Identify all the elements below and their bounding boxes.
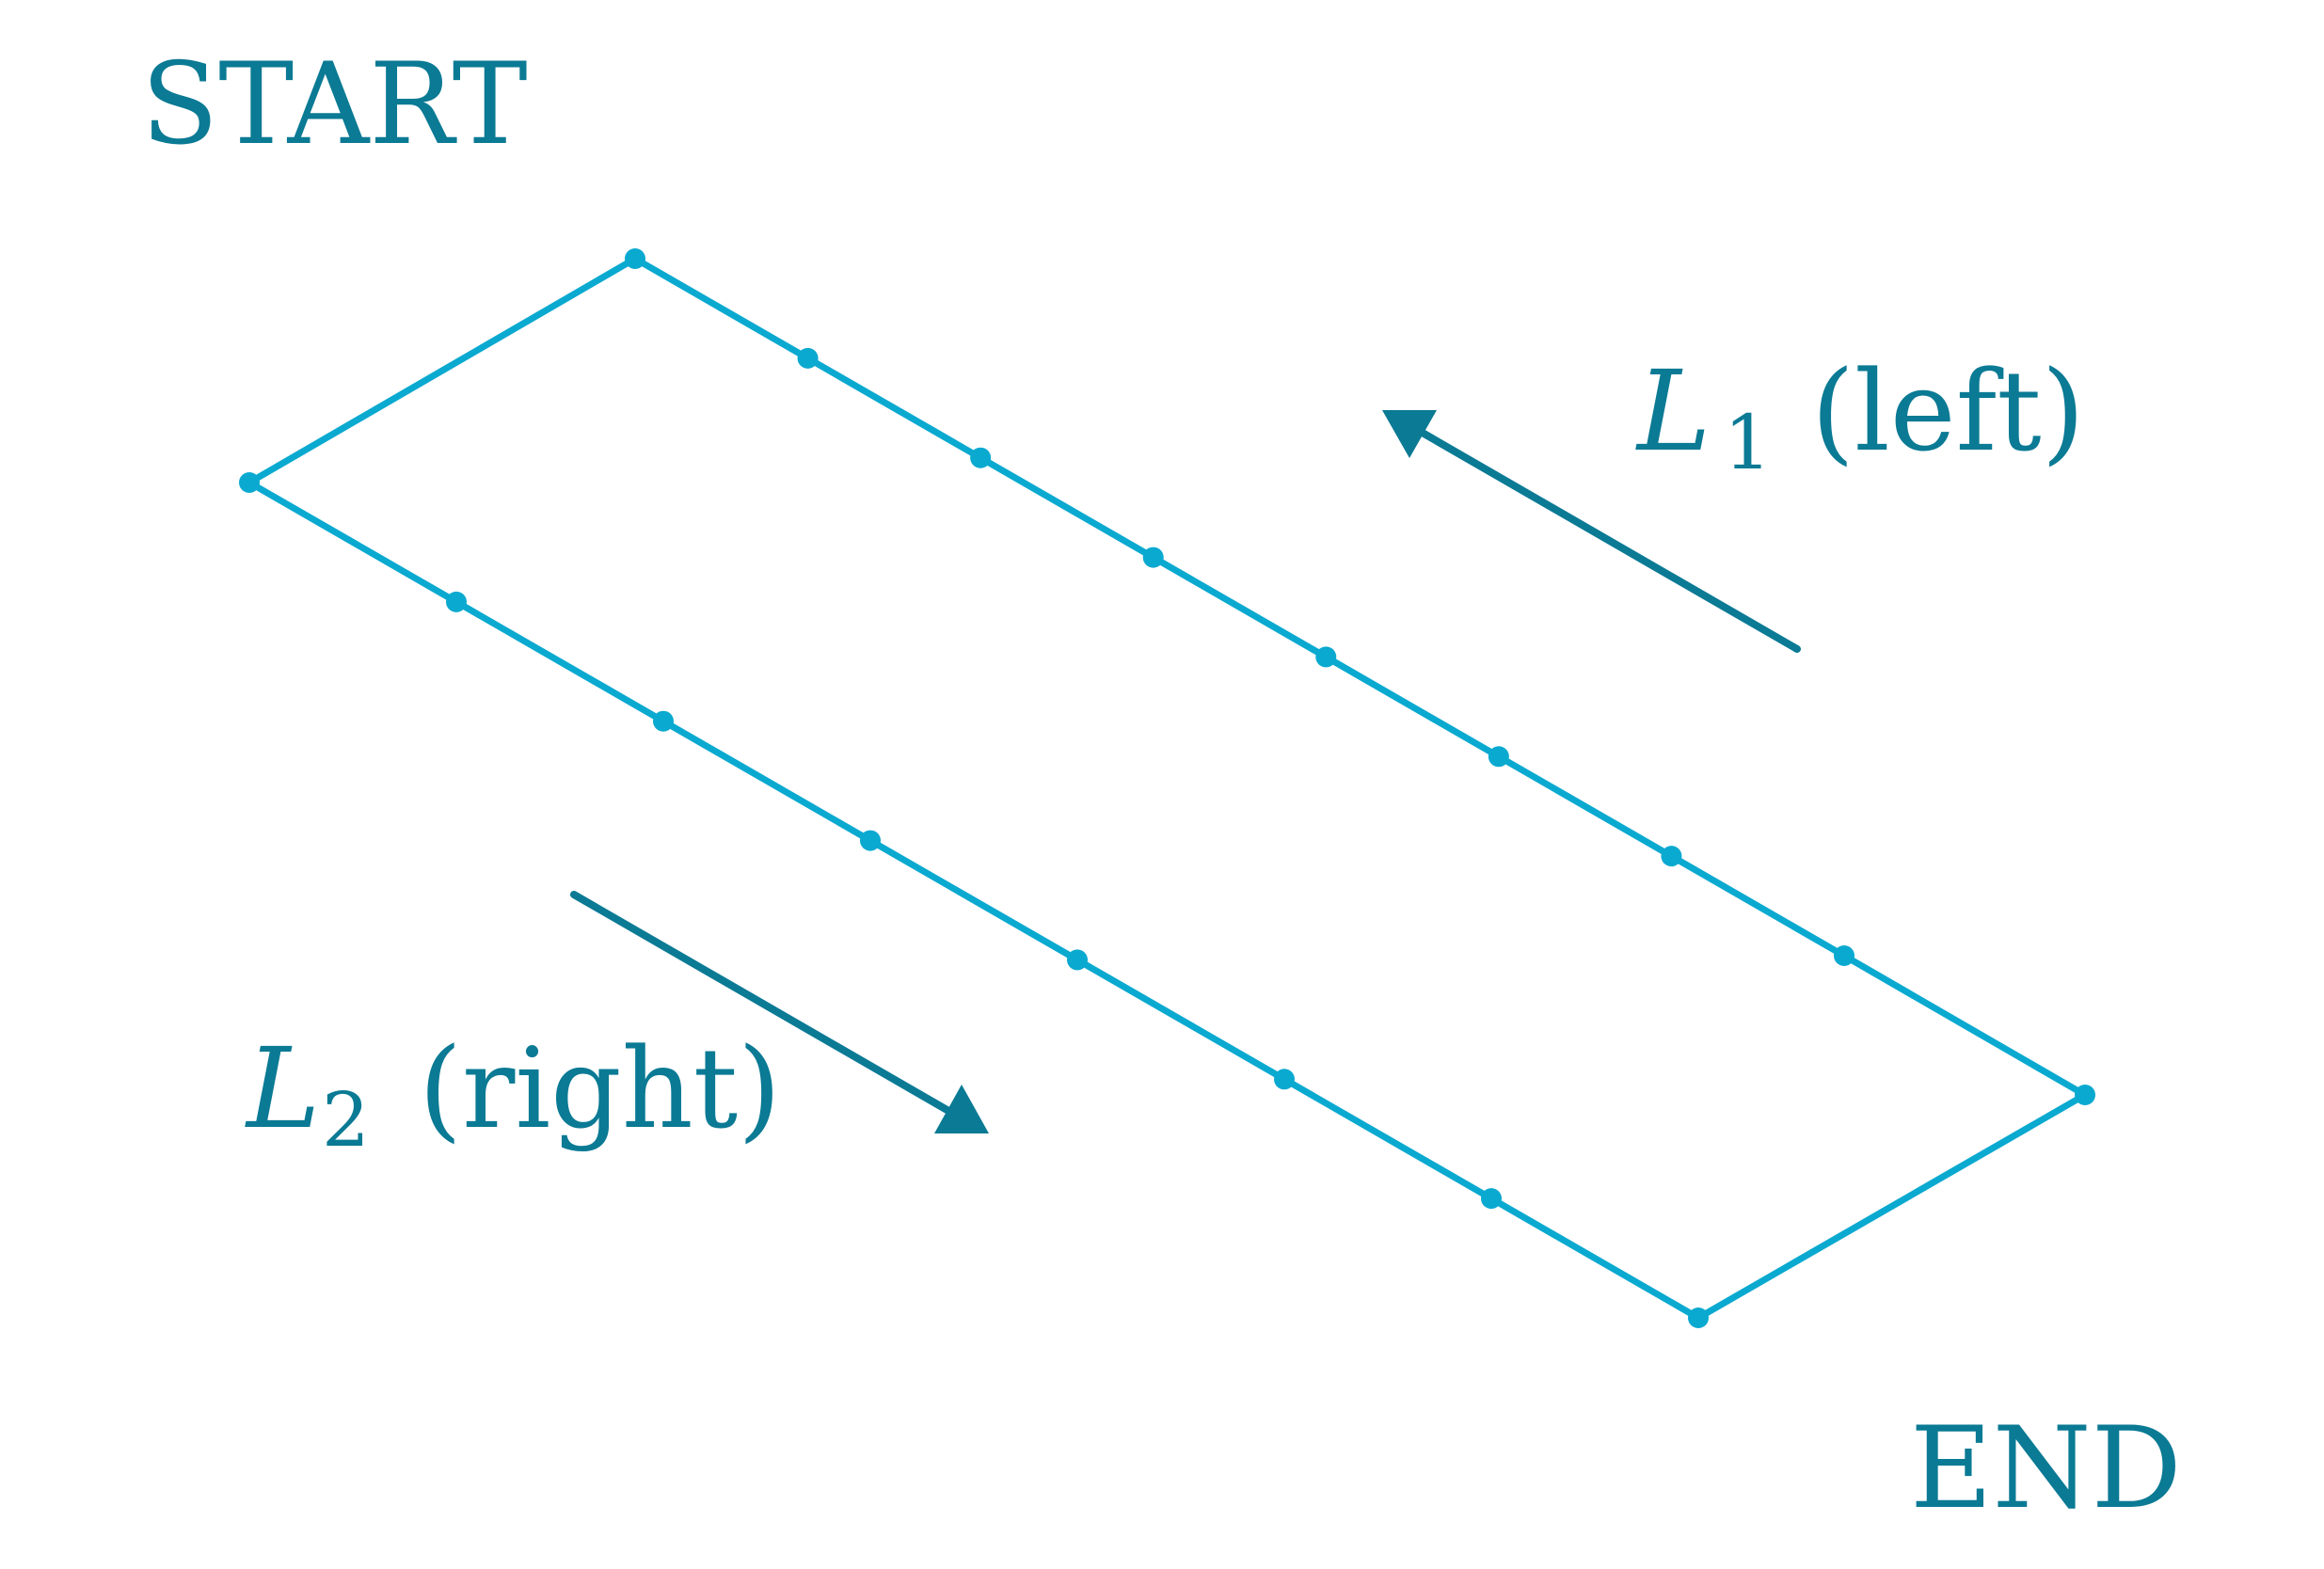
- edge-lane-l2: [246, 479, 1702, 1322]
- l2-direction: (right): [419, 1023, 781, 1153]
- node-l1-8: [1834, 945, 1854, 966]
- path-edges: [246, 255, 2089, 1322]
- arrow-l1: [1382, 410, 1801, 653]
- l2-label: L 2 (right): [245, 1023, 781, 1164]
- node-l2-1: [446, 591, 467, 612]
- edge-right-connector: [1840, 952, 2089, 1099]
- l1-letter: L: [1635, 346, 1711, 476]
- arrow-l1-shaft: [1417, 428, 1801, 653]
- node-left-corner: [239, 472, 260, 493]
- node-l2-7: [1688, 1308, 1709, 1328]
- node-l2-2: [653, 710, 674, 732]
- l1-label: L 1 (left): [1635, 346, 2085, 486]
- node-l1-1: [625, 248, 645, 269]
- node-l1-4: [1142, 547, 1164, 568]
- node-l1-3: [970, 447, 992, 468]
- arrow-l2-head: [934, 1085, 989, 1133]
- node-l2-5: [1274, 1069, 1295, 1090]
- l1-direction: (left): [1811, 346, 2085, 476]
- node-right-corner: [2075, 1085, 2095, 1105]
- l2-letter: L: [245, 1023, 320, 1153]
- edge-lane-l1: [631, 255, 1848, 959]
- end-label: END: [1910, 1403, 2182, 1534]
- node-l2-6: [1481, 1188, 1502, 1210]
- edge-end-connector: [1695, 1091, 2089, 1322]
- arrow-l2: [570, 891, 989, 1133]
- edge-start-connector: [246, 255, 639, 486]
- node-l1-6: [1488, 746, 1509, 768]
- path-nodes: [239, 248, 2095, 1328]
- start-label: START: [141, 40, 528, 170]
- node-l2-4: [1067, 949, 1088, 971]
- arrow-l2-shaft: [570, 891, 954, 1116]
- node-l1-5: [1315, 646, 1337, 668]
- node-l1-2: [797, 347, 819, 369]
- l2-subscript: 2: [322, 1076, 370, 1164]
- arrow-l1-head: [1382, 410, 1437, 458]
- l1-subscript: 1: [1724, 399, 1772, 486]
- node-l1-7: [1661, 846, 1682, 867]
- node-l2-3: [860, 830, 881, 851]
